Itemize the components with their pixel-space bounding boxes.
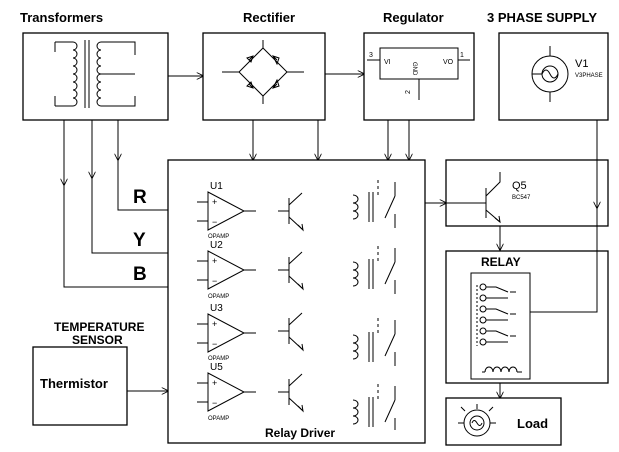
opamp-u5-ref: U5 bbox=[210, 362, 223, 373]
phase-b-line bbox=[63, 185, 168, 288]
opamp-u2: + − U2 OPAMP bbox=[197, 240, 256, 300]
lamp-icon bbox=[458, 404, 496, 437]
relay-block: RELAY bbox=[445, 250, 609, 384]
supply-source-model: V3PHASE bbox=[575, 73, 603, 79]
regulator-heading: Regulator bbox=[383, 10, 444, 25]
phase-label-y: Y bbox=[133, 230, 146, 251]
rectifier-block bbox=[202, 32, 326, 121]
temperature-sensor-heading-1: TEMPERATURE bbox=[54, 320, 144, 334]
svg-text:−: − bbox=[212, 217, 217, 227]
driver-transistor-2 bbox=[278, 251, 304, 291]
regulator-pin2: 2 bbox=[405, 90, 412, 94]
driver-transistor-3 bbox=[278, 312, 304, 352]
load-label: Load bbox=[517, 416, 548, 431]
relay-driver-label: Relay Driver bbox=[265, 426, 335, 440]
transformer-symbol bbox=[54, 40, 136, 108]
opamp-u3-ref: U3 bbox=[210, 303, 223, 314]
svg-text:+: + bbox=[212, 197, 217, 207]
regulator-vo-label: VO bbox=[443, 59, 454, 66]
relay-contacts-symbol bbox=[476, 283, 522, 373]
phase-label-b: B bbox=[133, 264, 147, 285]
supply-source-ref: V1 bbox=[575, 58, 588, 70]
load-block: Load bbox=[445, 397, 562, 446]
relay-heading: RELAY bbox=[481, 255, 521, 269]
q5-transistor-block: Q5 BC547 bbox=[445, 159, 609, 227]
opamp-u1: + − U1 OPAMP bbox=[197, 181, 256, 240]
temperature-sensor-heading-2: SENSOR bbox=[72, 333, 123, 347]
svg-text:+: + bbox=[212, 319, 217, 329]
supply-heading: 3 PHASE SUPPLY bbox=[487, 10, 597, 25]
transformer-block bbox=[22, 32, 169, 121]
opamp-u5-model: OPAMP bbox=[208, 416, 229, 422]
driver-transistor-1 bbox=[278, 192, 304, 232]
svg-text:+: + bbox=[212, 378, 217, 388]
rectifier-heading: Rectifier bbox=[243, 10, 295, 25]
thermistor-label: Thermistor bbox=[40, 376, 108, 391]
svg-text:−: − bbox=[212, 339, 217, 349]
driver-relay-3 bbox=[352, 318, 396, 366]
bridge-rectifier-symbol bbox=[222, 40, 304, 104]
phase-y-line bbox=[91, 178, 168, 254]
regulator-pin3: 3 bbox=[369, 52, 373, 59]
driver-transistor-4 bbox=[278, 373, 304, 413]
opamp-u1-model: OPAMP bbox=[208, 234, 229, 240]
thermistor-block: Thermistor bbox=[32, 346, 128, 426]
phase-label-r: R bbox=[133, 187, 147, 208]
svg-text:+: + bbox=[212, 256, 217, 266]
driver-relay-2 bbox=[352, 246, 396, 294]
regulator-vi-label: VI bbox=[384, 59, 391, 66]
regulator-block: 3 VI VO 1 GND 2 bbox=[363, 32, 475, 121]
driver-relay-1 bbox=[352, 180, 396, 228]
svg-text:−: − bbox=[212, 398, 217, 408]
supply-to-relay-line bbox=[530, 208, 598, 313]
q5-model: BC547 bbox=[512, 195, 531, 201]
regulator-pin1: 1 bbox=[460, 52, 464, 59]
driver-relay-4 bbox=[352, 384, 396, 430]
supply-block: V1 V3PHASE bbox=[498, 32, 609, 121]
opamp-u3-model: OPAMP bbox=[208, 356, 229, 362]
phase-r-line bbox=[117, 160, 168, 211]
q5-ref: Q5 bbox=[512, 180, 527, 192]
opamp-u1-ref: U1 bbox=[210, 181, 223, 192]
svg-text:−: − bbox=[212, 276, 217, 286]
regulator-gnd-label: GND bbox=[411, 62, 417, 76]
opamp-u3: + − U3 OPAMP bbox=[197, 303, 256, 362]
opamp-u5: + − U5 OPAMP bbox=[197, 362, 256, 422]
relay-driver-block: Relay Driver bbox=[167, 159, 426, 444]
transformers-heading: Transformers bbox=[20, 10, 103, 25]
opamp-u2-ref: U2 bbox=[210, 240, 223, 251]
opamp-u2-model: OPAMP bbox=[208, 294, 229, 300]
